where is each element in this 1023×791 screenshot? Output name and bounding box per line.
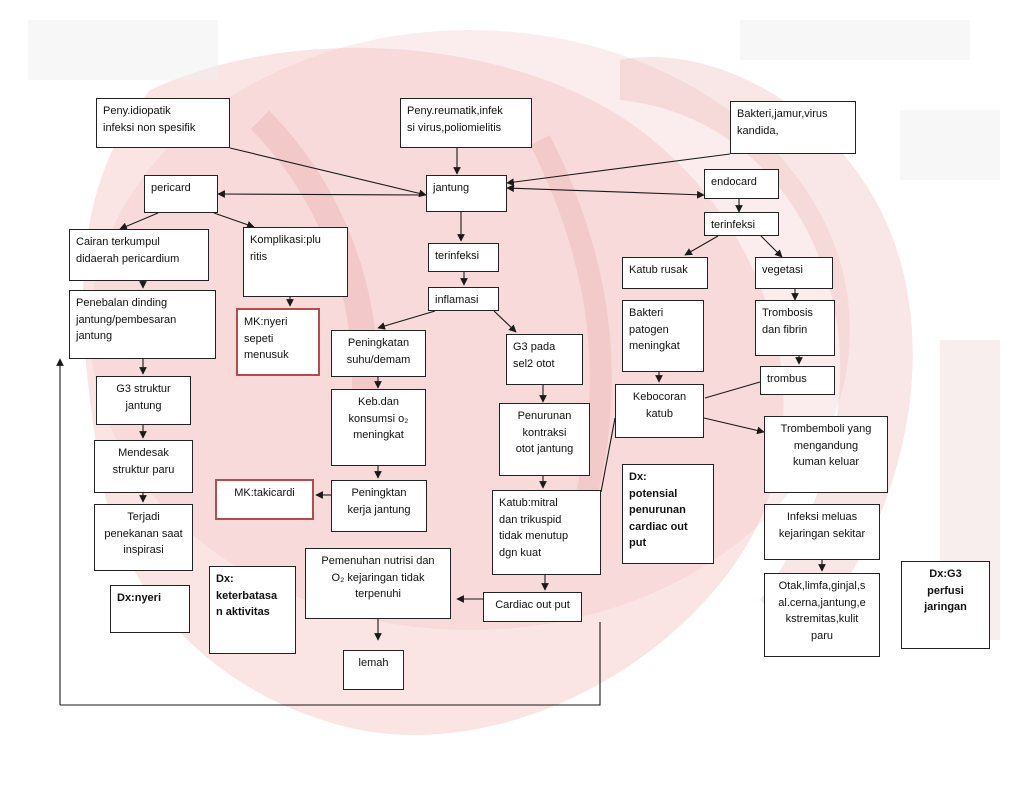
node-vegetasi: vegetasi: [755, 257, 833, 289]
node-inflamasi: inflamasi: [428, 287, 499, 311]
node-g3-struktur-jantung: G3 struktur jantung: [96, 376, 191, 425]
node-bakteri-jamur-virus: Bakteri,jamur,virus kandida,: [730, 101, 856, 154]
node-komplikasi-pluritis: Komplikasi:plu ritis: [243, 227, 348, 297]
node-bakteri-patogen: Bakteri patogen meningkat: [622, 300, 704, 372]
mk-nyeri-menusuk: MK:nyeri sepeti menusuk: [236, 308, 320, 376]
node-keb-konsumsi-o2: Keb.dan konsumsi o₂ meningkat: [331, 389, 426, 466]
mk-takicardi: MK:takicardi: [215, 479, 314, 520]
node-peningkatan-suhu: Peningkatan suhu/demam: [331, 330, 426, 377]
dx-nyeri: Dx:nyeri: [110, 585, 190, 633]
node-penurunan-kontraksi: Penurunan kontraksi otot jantung: [499, 403, 590, 476]
node-terinfeksi-endocard: terinfeksi: [704, 212, 779, 236]
node-mendesak-struktur-paru: Mendesak struktur paru: [94, 440, 193, 493]
node-trombosis-fibrin: Trombosis dan fibrin: [755, 300, 835, 356]
node-katub-mitral-trikuspid: Katub:mitral dan trikuspid tidak menutup…: [492, 490, 601, 575]
node-cardiac-out-put: Cardiac out put: [483, 592, 582, 622]
node-trombus: trombus: [760, 366, 835, 395]
node-trombemboli: Trombemboli yang mengandung kuman keluar: [764, 416, 888, 493]
node-katub-rusak: Katub rusak: [622, 257, 708, 289]
node-peningktan-kerja-jantung: Peningktan kerja jantung: [331, 480, 427, 532]
node-kebocoran-katub: Kebocoran katub: [615, 384, 704, 438]
node-otak-limfa-ginjal: Otak,limfa,ginjal,s al.cerna,jantung,e k…: [764, 573, 880, 657]
node-cairan-terkumpul: Cairan terkumpul didaerah pericardium: [69, 229, 209, 281]
node-g3-sel-otot: G3 pada sel2 otot: [506, 334, 583, 385]
node-infeksi-meluas: Infeksi meluas kejaringan sekitar: [764, 504, 880, 560]
dx-g3-perfusi-jaringan: Dx:G3 perfusi jaringan: [901, 561, 990, 649]
node-penebalan-dinding: Penebalan dinding jantung/pembesaran jan…: [69, 290, 216, 359]
dx-keterbatasan-aktivitas: Dx: keterbatasa n aktivitas: [209, 566, 296, 654]
node-jantung: jantung: [426, 175, 507, 212]
dx-potensial-penurunan-cardiac: Dx: potensial penurunan cardiac out put: [622, 464, 714, 564]
node-peny-idiopatik: Peny.idiopatik infeksi non spesifik: [96, 98, 230, 148]
node-pemenuhan-nutrisi: Pemenuhan nutrisi dan O₂ kejaringan tida…: [305, 548, 451, 619]
node-endocard: endocard: [704, 169, 779, 199]
node-pericard: pericard: [144, 175, 218, 213]
node-lemah: lemah: [343, 650, 404, 690]
node-peny-reumatik: Peny.reumatik,infek si virus,poliomielit…: [400, 98, 532, 148]
node-terinfeksi: terinfeksi: [428, 243, 499, 272]
node-terjadi-penekanan: Terjadi penekanan saat inspirasi: [94, 504, 193, 571]
